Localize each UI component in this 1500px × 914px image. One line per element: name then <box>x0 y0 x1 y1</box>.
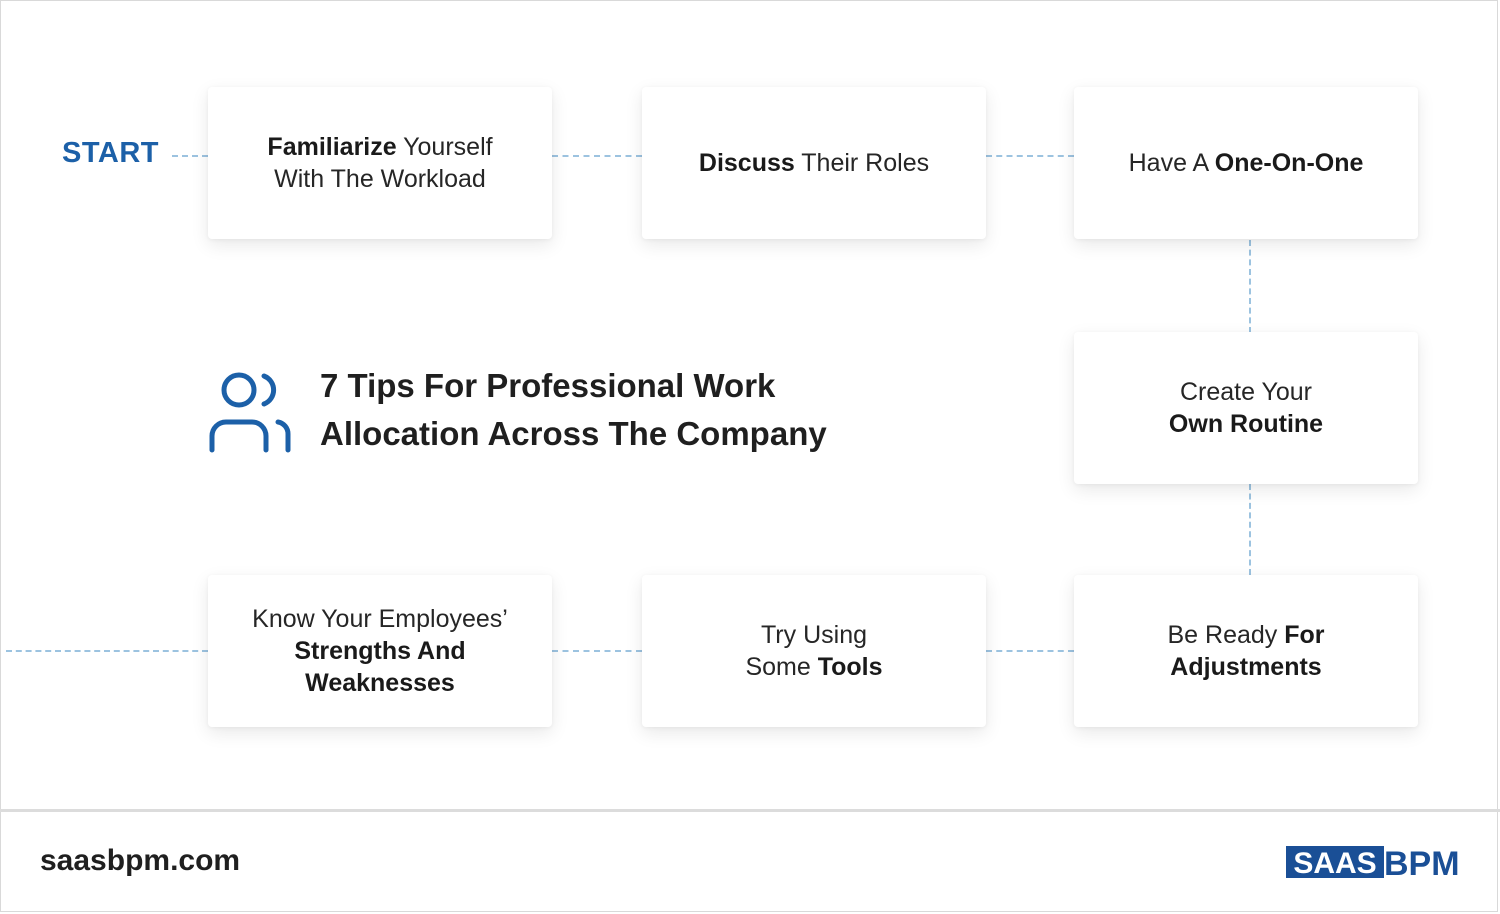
step-card-2: Discuss Their Roles <box>642 87 986 239</box>
footer-divider <box>0 809 1500 812</box>
site-url: saasbpm.com <box>40 844 241 877</box>
step-text-bold: One-On-One <box>1214 149 1364 177</box>
step-text-bold: Own Routine <box>1168 410 1324 438</box>
connector-step-3-to-step-4 <box>1249 240 1251 333</box>
connector-step-4-to-step-5 <box>1249 484 1251 575</box>
step-text-regular: Create Your <box>1179 378 1313 406</box>
step-text-regular: Try Using <box>760 621 867 649</box>
connector-step-5-to-step-6 <box>986 650 1074 652</box>
logo-text-bpm: BPM <box>1384 845 1460 879</box>
connector-step-7-exit <box>6 650 208 652</box>
step-text-bold: Weaknesses <box>305 669 455 697</box>
title-line-2: Allocation Across The Company <box>320 415 827 452</box>
start-label: START <box>62 137 160 169</box>
step-text-regular: Their Roles <box>794 149 930 177</box>
step-card-3: Have A One-On-One <box>1074 87 1418 239</box>
connector-step-2-to-step-3 <box>986 155 1074 157</box>
step-text-bold: Adjustments <box>1170 653 1322 681</box>
step-text-regular: Some <box>745 653 818 681</box>
step-text-regular: Know Your Employees’ <box>252 605 508 633</box>
step-text: Discuss Their Roles <box>699 147 929 179</box>
step-text-bold: For <box>1284 621 1325 649</box>
title-line-1: 7 Tips For Professional Work <box>320 367 776 404</box>
step-text-bold: Strengths And <box>294 637 466 665</box>
connector-start-to-step-1 <box>172 155 208 157</box>
step-text-regular: Have A <box>1128 149 1215 177</box>
saasbpm-logo: SAAS BPM <box>1286 845 1460 879</box>
step-text-regular: With The Workload <box>274 165 486 193</box>
logo-text-saas: SAAS <box>1293 847 1376 879</box>
step-text: Have A One-On-One <box>1129 147 1364 179</box>
step-text-bold: Familiarize <box>267 133 397 161</box>
step-text-bold: Discuss <box>698 149 795 177</box>
step-text-regular: Be Ready <box>1167 621 1285 649</box>
people-icon <box>209 372 291 453</box>
step-text-bold: Tools <box>817 653 883 681</box>
diagram-title: 7 Tips For Professional Work Allocation … <box>320 362 940 458</box>
connector-step-1-to-step-2 <box>552 155 642 157</box>
step-text-regular: Yourself <box>396 133 493 161</box>
connector-step-6-to-step-7 <box>552 650 642 652</box>
